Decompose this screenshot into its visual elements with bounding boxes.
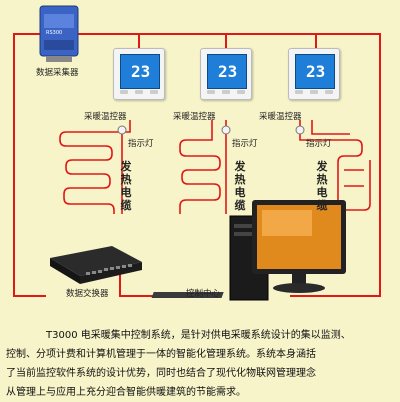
description-line: 了当前监控软件系统的设计优势，同时也结合了现代化物联网管理理念 [6,368,316,379]
thermostat-screen: 23 [207,54,247,89]
system-description: T3000 电采暖集中控制系统，是针对供电采暖系统设计的集以监测、 控制、分项计… [6,326,398,402]
heating-cable-coil-3 [299,120,371,211]
control-center-computer [151,200,346,301]
temperature-readout: 23 [131,62,151,81]
control-center-label: 控制中心 [186,289,221,299]
description-line: T3000 电采暖集中控制系统，是针对供电采暖系统设计的集以监测、 [46,330,351,341]
thermostat-1: 23 [113,48,165,100]
heating-cable-coil-2 [179,120,227,214]
network-switch-device [50,246,142,284]
data-collector-label: 数据采集器 [36,68,79,78]
indicator-label-3: 指示灯 [306,139,332,149]
collector-brand-label: RS300 [46,30,63,36]
thermostat-screen: 23 [120,54,160,89]
data-collector-device [39,5,79,62]
cable-label-2: 发热电缆 [234,160,246,212]
thermostat-2: 23 [200,48,252,100]
heating-cable-coil-1 [59,120,131,214]
description-line: 控制、分项计费和计算机管理于一体的智能化管理系统。系统本身涵括 [6,349,316,360]
cable-label-1: 发热电缆 [120,160,132,212]
thermostat-label-3: 采暖温控器 [259,112,302,122]
indicator-label-1: 指示灯 [128,139,154,149]
thermostat-3: 23 [288,48,340,100]
cable-label-3: 发热电缆 [316,160,328,212]
indicator-label-2: 指示灯 [232,139,258,149]
description-line: 从管理上与应用上充分迎合智能供暖建筑的节能需求。 [6,387,246,398]
thermostat-screen: 23 [295,54,335,89]
temperature-readout: 23 [306,62,326,81]
thermostat-label-2: 采暖温控器 [173,112,216,122]
indicator-lights [117,125,305,135]
network-switch-label: 数据交换器 [66,289,109,299]
wire-loop [13,33,381,297]
thermostat-label-1: 采暖温控器 [84,112,127,122]
temperature-readout: 23 [218,62,238,81]
